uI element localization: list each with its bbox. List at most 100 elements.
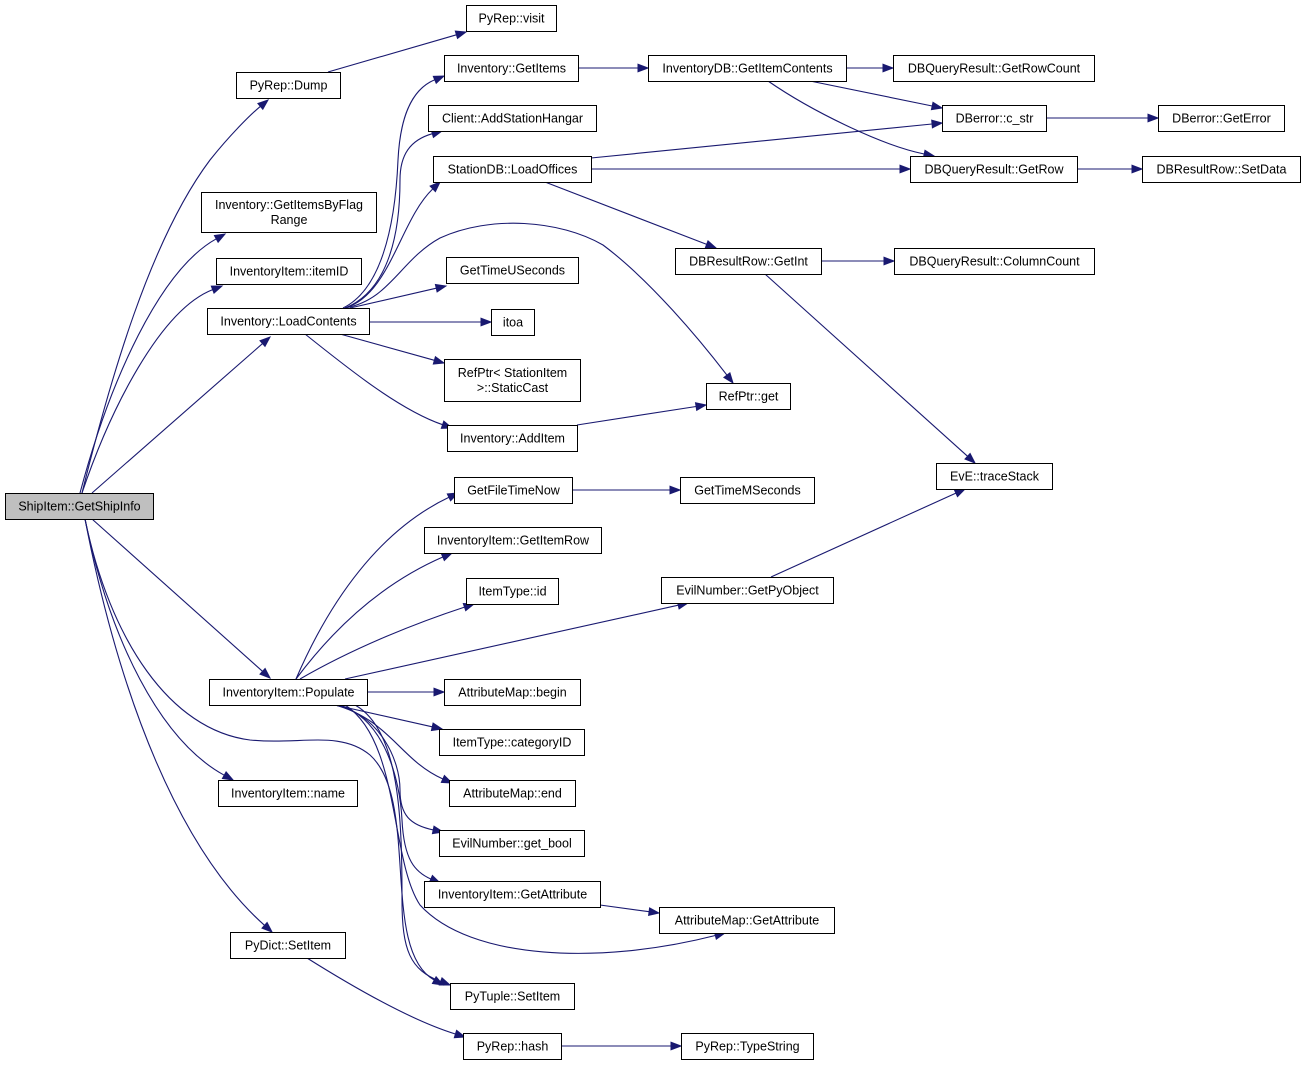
edge-invitem_populate-to-evilnumber_getbool (334, 704, 445, 835)
node-box (910, 156, 1078, 183)
node-label: >::StaticCast (477, 381, 549, 395)
node-dbrr-getint[interactable]: DBResultRow::GetInt (675, 248, 822, 275)
arrowhead (704, 240, 718, 249)
node-stationdb-loadoffices[interactable]: StationDB::LoadOffices (433, 156, 592, 183)
node-box (230, 932, 346, 959)
node-label: Inventory::LoadContents (220, 315, 356, 329)
node-eve-tracestack[interactable]: EvE::traceStack (936, 463, 1053, 490)
arrowhead (931, 119, 944, 129)
node-invitem-populate[interactable]: InventoryItem::Populate (209, 679, 368, 706)
node-label: ItemType::id (478, 585, 546, 599)
node-label: Client::AddStationHangar (442, 112, 583, 126)
node-gettimeuseconds[interactable]: GetTimeUSeconds (446, 257, 579, 284)
node-itemtype-id[interactable]: ItemType::id (466, 578, 559, 605)
node-label: DBResultRow::GetInt (689, 255, 808, 269)
node-box (444, 359, 581, 402)
arrowhead (882, 63, 895, 73)
node-box (449, 780, 576, 807)
node-attrmap-end[interactable]: AttributeMap::end (449, 780, 576, 807)
node-attrmap-begin[interactable]: AttributeMap::begin (444, 679, 581, 706)
edge-root-to-pytuple_setitem (84, 518, 445, 986)
node-box (433, 156, 592, 183)
node-label: EvilNumber::GetPyObject (676, 584, 819, 598)
node-label: PyRep::hash (477, 1040, 549, 1054)
node-invitem-name[interactable]: InventoryItem::name (218, 780, 358, 807)
arrowhead (694, 402, 708, 412)
node-dbrr-setdata[interactable]: DBResultRow::SetData (1142, 156, 1301, 183)
node-invitem-itemid[interactable]: InventoryItem::itemID (216, 258, 362, 285)
node-attrmap-getattribute[interactable]: AttributeMap::GetAttribute (659, 907, 835, 934)
node-invitem-getattribute[interactable]: InventoryItem::GetAttribute (424, 881, 601, 908)
node-box (936, 463, 1053, 490)
node-root[interactable]: ShipItem::GetShipInfo (5, 493, 154, 520)
node-label: PyDict::SetItem (245, 939, 331, 953)
node-label: InventoryItem::itemID (230, 265, 349, 279)
node-label: Inventory::AddItem (460, 432, 565, 446)
arrowhead (257, 99, 270, 111)
node-pyrep-hash[interactable]: PyRep::hash (463, 1033, 562, 1060)
node-getfiletimenow[interactable]: GetFileTimeNow (454, 477, 573, 504)
edge-invdb_getitemcontents-to-dbqr_getrow (767, 80, 936, 159)
edge-root-to-inv_loadcontents (91, 336, 272, 494)
arrowhead (438, 977, 452, 986)
node-invitem-getitemrow[interactable]: InventoryItem::GetItemRow (424, 527, 602, 554)
node-box (894, 248, 1095, 275)
arrowhead (432, 355, 446, 365)
arrowhead (440, 552, 454, 562)
node-gettimemseconds[interactable]: GetTimeMSeconds (680, 477, 815, 504)
arrowhead (259, 336, 272, 348)
edge-invitem_populate-to-itemtype_id (299, 602, 476, 680)
node-box (424, 881, 601, 908)
node-pyrep-visit[interactable]: PyRep::visit (466, 5, 557, 32)
node-box (439, 830, 585, 857)
node-dberror-geterror[interactable]: DBerror::GetError (1158, 105, 1285, 132)
arrowhead (670, 1041, 683, 1051)
node-pyrep-typestring[interactable]: PyRep::TypeString (681, 1033, 814, 1060)
node-inv-loadcontents[interactable]: Inventory::LoadContents (207, 308, 370, 335)
node-box (466, 5, 557, 32)
node-label: RefPtr< StationItem (458, 366, 567, 380)
node-box (659, 907, 835, 934)
edge-invitem_populate-to-attrmap_begin (367, 687, 446, 697)
node-label: DBQueryResult::GetRowCount (908, 62, 1081, 76)
node-pyrep-dump[interactable]: PyRep::Dump (236, 72, 341, 99)
arrowhead (259, 667, 272, 679)
node-evilnumber-getbool[interactable]: EvilNumber::get_bool (439, 830, 585, 857)
edge-stationdb_loadoffices-to-dbrr_getint (544, 181, 718, 249)
node-box (675, 248, 822, 275)
node-dbqr-columncount[interactable]: DBQueryResult::ColumnCount (894, 248, 1095, 275)
node-pytuple-setitem[interactable]: PyTuple::SetItem (450, 983, 575, 1010)
node-label: InventoryItem::name (231, 787, 345, 801)
edge-dbrr_getint-to-dbqr_columncount (821, 256, 896, 266)
node-evilnumber-getpyobject[interactable]: EvilNumber::GetPyObject (661, 577, 834, 604)
edge-invdb_getitemcontents-to-dberror_cstr (809, 80, 944, 111)
node-box (681, 1033, 814, 1060)
node-inv-additem[interactable]: Inventory::AddItem (447, 425, 578, 452)
node-label: GetTimeUSeconds (460, 264, 565, 278)
node-itoa[interactable]: itoa (491, 309, 535, 336)
node-label: InventoryItem::Populate (222, 686, 354, 700)
arrowhead (1147, 113, 1160, 123)
edge-pyrep_dump-to-pyrep_visit (327, 30, 468, 73)
node-refptr-staticcast[interactable]: RefPtr< StationItem >::StaticCast (444, 359, 581, 402)
node-inv-getitems[interactable]: Inventory::GetItems (444, 55, 579, 82)
arrowhead (454, 30, 468, 40)
node-invdb-getitemcontents[interactable]: InventoryDB::GetItemContents (648, 55, 847, 82)
node-pydict-setitem[interactable]: PyDict::SetItem (230, 932, 346, 959)
node-box (439, 729, 585, 756)
arrowhead (210, 285, 224, 295)
node-dberror-cstr[interactable]: DBerror::c_str (942, 105, 1047, 132)
node-dbqr-getrow[interactable]: DBQueryResult::GetRow (910, 156, 1078, 183)
node-box (201, 192, 377, 233)
node-client-addstationhangar[interactable]: Client::AddStationHangar (428, 105, 597, 132)
arrowhead (261, 921, 274, 933)
edge-root-to-pydict_setitem (84, 518, 274, 933)
node-dbqr-getrowcount[interactable]: DBQueryResult::GetRowCount (893, 55, 1095, 82)
node-refptr-get[interactable]: RefPtr::get (706, 383, 791, 410)
edge-layer (79, 30, 1160, 1051)
node-label: EvilNumber::get_bool (452, 837, 572, 851)
node-itemtype-categoryid[interactable]: ItemType::categoryID (439, 729, 585, 756)
arrowhead (453, 1029, 467, 1039)
